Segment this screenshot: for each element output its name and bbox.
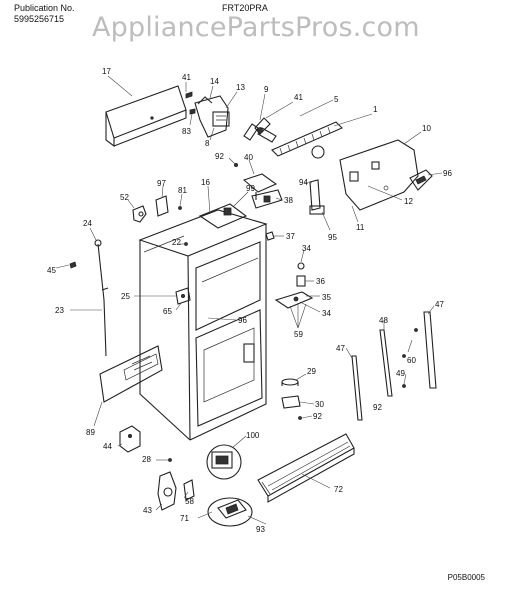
callout-36: 36 (316, 277, 325, 286)
callout-95: 95 (328, 233, 337, 242)
part-48-strip (379, 329, 393, 397)
callout-49: 49 (396, 369, 405, 378)
callout-40: 40 (244, 153, 253, 162)
publication-label: Publication No. (14, 3, 75, 13)
part-96-clip (409, 169, 433, 191)
part-89-toe-grille (99, 345, 163, 403)
callout-96: 96 (443, 169, 452, 178)
part-35-hinge-bracket (274, 291, 314, 309)
part-17-top-panel (105, 85, 187, 148)
callout-83: 83 (182, 127, 191, 136)
callout-13: 13 (236, 83, 245, 92)
part-49-60-screws (402, 328, 418, 388)
callout-labels: 17 41 14 13 9 41 5 1 10 83 8 40 92 96 94… (47, 67, 452, 534)
callout-45: 45 (47, 266, 56, 275)
model-number: FRT20PRA (222, 3, 268, 13)
callout-92: 92 (215, 152, 224, 161)
callout-43: 43 (143, 506, 152, 515)
part-95-bracket (309, 179, 325, 215)
callout-16: 16 (201, 178, 210, 187)
callout-47: 47 (435, 300, 444, 309)
part-25-hinge-center (175, 287, 191, 305)
part-30-bracket (281, 395, 301, 409)
part-29-roller (281, 378, 299, 386)
callout-92-c: 92 (313, 412, 322, 421)
callout-58: 58 (185, 497, 194, 506)
callout-52: 52 (120, 193, 129, 202)
callout-92-b: 92 (373, 403, 382, 412)
callout-17: 17 (102, 67, 111, 76)
part-23-hinge-rod (94, 239, 109, 357)
cabinet-body (138, 209, 268, 441)
callout-9: 9 (264, 85, 269, 94)
part-72-base-grille (257, 433, 355, 503)
callout-72: 72 (334, 485, 343, 494)
part-81-screw (178, 206, 182, 210)
callout-97: 97 (157, 179, 166, 188)
callout-94: 94 (299, 178, 308, 187)
callout-24: 24 (83, 219, 92, 228)
callout-48: 48 (379, 316, 388, 325)
callout-60: 60 (407, 356, 416, 365)
part-36-roller (296, 262, 306, 287)
part-14-control-bracket (194, 95, 230, 138)
callout-29: 29 (307, 367, 316, 376)
callout-47-b: 47 (336, 344, 345, 353)
callout-23: 23 (55, 306, 64, 315)
callout-100: 100 (246, 431, 260, 440)
part-40-duct (242, 173, 278, 200)
callout-35: 35 (322, 293, 331, 302)
diagram-code: P05B0005 (447, 573, 485, 582)
callout-38: 38 (284, 196, 293, 205)
part-71-93-detail (207, 497, 253, 527)
callout-93: 93 (256, 525, 265, 534)
callout-1: 1 (373, 105, 378, 114)
callout-34-b: 34 (322, 309, 331, 318)
callout-41-b: 41 (294, 93, 303, 102)
callout-41: 41 (182, 73, 191, 82)
callout-81: 81 (178, 186, 187, 195)
callout-44: 44 (103, 442, 112, 451)
callout-30: 30 (315, 400, 324, 409)
callout-8: 8 (205, 139, 210, 148)
part-44-block (119, 425, 141, 453)
part-28-screw (168, 458, 172, 462)
part-92-screw-lower (298, 416, 302, 420)
callout-96-b: 96 (238, 316, 247, 325)
callout-14: 14 (210, 77, 219, 86)
part-47-strip-right (423, 311, 437, 389)
part-1-evaporator (271, 121, 343, 159)
callout-99: 99 (246, 184, 255, 193)
callout-71: 71 (180, 514, 189, 523)
part-45-screw (69, 261, 77, 269)
callout-28: 28 (142, 455, 151, 464)
part-43-lower-hinge (157, 471, 195, 511)
callout-12: 12 (404, 197, 413, 206)
callout-11: 11 (356, 223, 365, 232)
part-9-fan-blade (243, 117, 277, 143)
callout-59: 59 (294, 330, 303, 339)
callout-65: 65 (163, 307, 172, 316)
callout-37: 37 (286, 232, 295, 241)
leader-lines (55, 75, 443, 525)
part-10-back-panel (339, 139, 419, 211)
callout-34: 34 (302, 244, 311, 253)
part-16-thermostat-housing (198, 203, 248, 229)
callout-10: 10 (422, 124, 431, 133)
publication-number: 5995256715 (14, 14, 65, 24)
part-97-bracket (155, 195, 169, 217)
callout-22: 22 (172, 238, 181, 247)
part-47-strip-left (351, 355, 363, 421)
callout-5: 5 (334, 95, 339, 104)
part-screws-upper (185, 91, 196, 115)
part-37-clip (265, 231, 275, 241)
part-52-hinge (132, 205, 147, 223)
watermark-text: AppliancePartsPros.com (92, 12, 420, 43)
callout-89: 89 (86, 428, 95, 437)
part-100-detail (206, 444, 242, 480)
callout-25: 25 (121, 292, 130, 301)
